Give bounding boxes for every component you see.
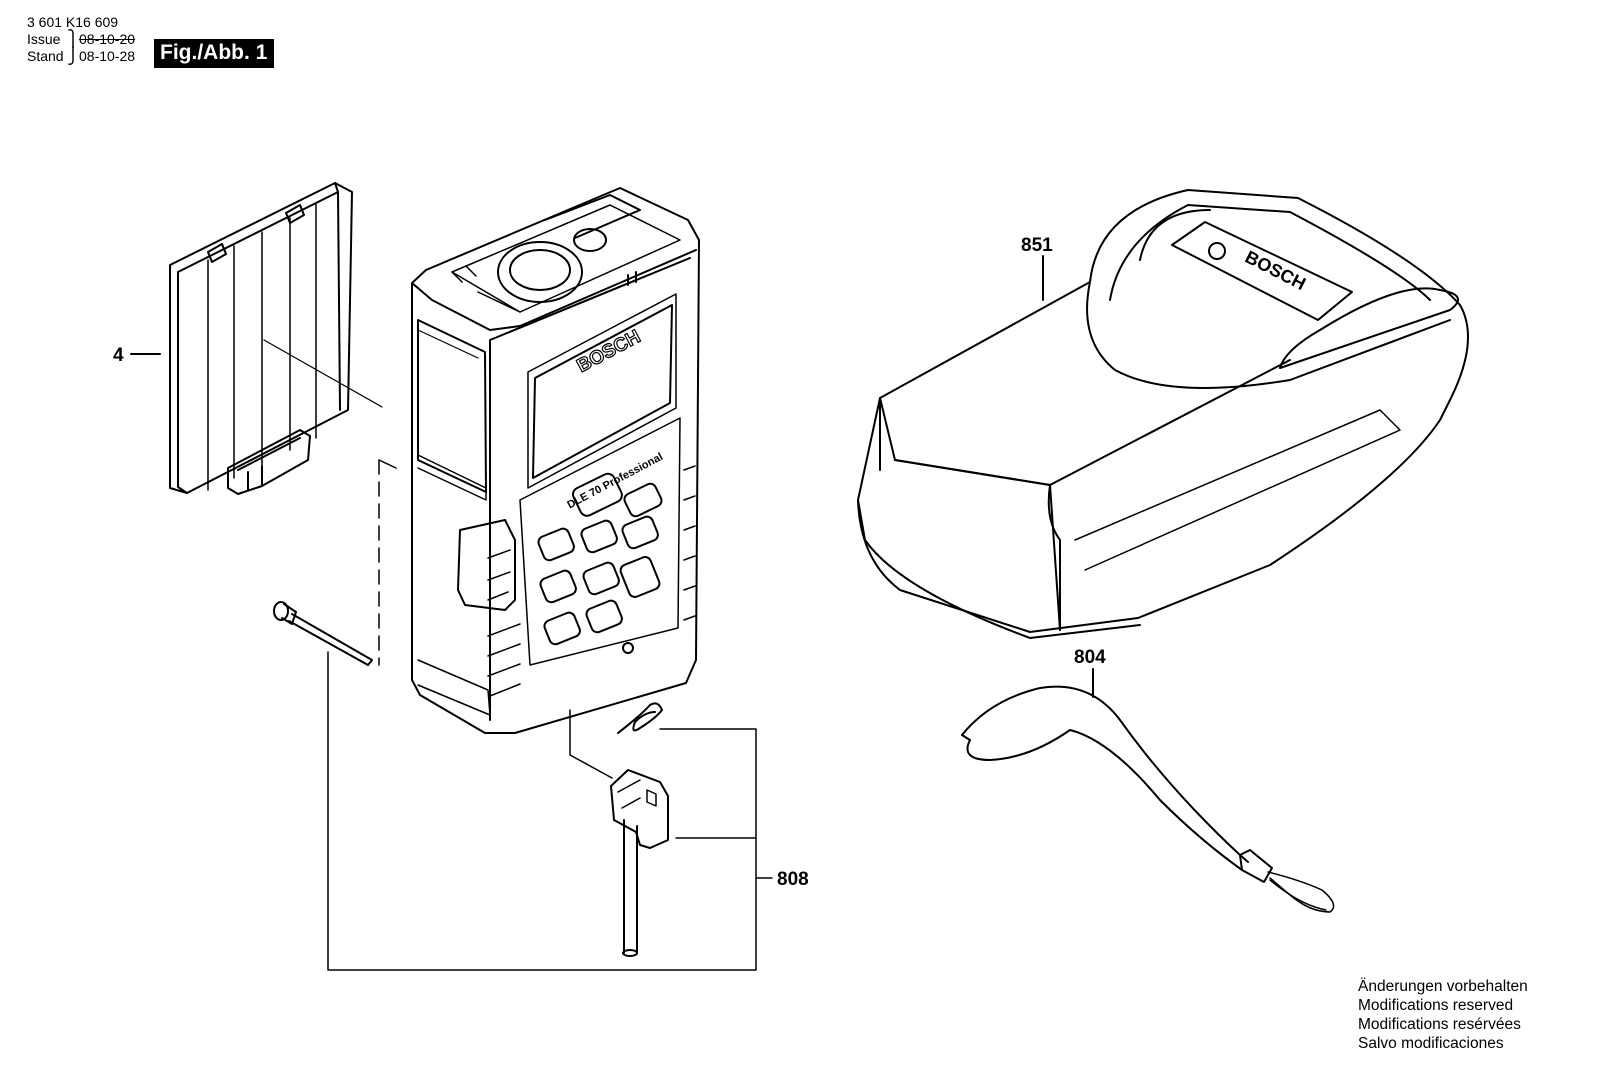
laser-rangefinder-drawing: BOSCH DLE 70 Professional (411, 187, 700, 734)
callout-851: 851 (1021, 235, 1053, 256)
brace-icon: ⎭ (67, 48, 79, 65)
clip-guide-line (569, 709, 613, 779)
wrist-strap-drawing (961, 685, 1335, 913)
issue-date: 08-10-20 (79, 31, 136, 47)
callout-808: 808 (777, 869, 809, 890)
callout-4: 4 (113, 345, 124, 366)
callout-804: 804 (1074, 647, 1106, 668)
spare-kit-drawing (610, 702, 669, 957)
note-line: Änderungen vorbehalten (1358, 978, 1528, 995)
screw-pin-drawing (273, 601, 373, 666)
part-number: 3 601 K16 609 (27, 14, 119, 30)
spare-kit-bracket (327, 651, 757, 971)
modification-notes: Änderungen vorbehalten Modifications res… (1358, 977, 1528, 1053)
note-line: Salvo modificaciones (1358, 1035, 1504, 1052)
issue-label: Issue (27, 31, 61, 47)
note-line: Modifications reserved (1358, 997, 1514, 1014)
issue-row: Issue ⎫ 08-10-20 (27, 31, 135, 48)
brace-icon: ⎫ (67, 31, 79, 48)
stand-row: Stand ⎭ 08-10-28 (27, 48, 135, 65)
battery-cover-drawing (169, 182, 353, 495)
carrying-case-drawing: BOSCH (857, 189, 1469, 639)
document-header: 3 601 K16 609 Issue ⎫ 08-10-20 Stand ⎭ 0… (27, 14, 135, 65)
stand-label: Stand (27, 48, 64, 64)
note-line: Modifications resérvées (1358, 1016, 1521, 1033)
battery-cover-guide (263, 339, 383, 408)
figure-label: Fig./Abb. 1 (154, 39, 275, 68)
stand-date: 08-10-28 (79, 48, 136, 64)
